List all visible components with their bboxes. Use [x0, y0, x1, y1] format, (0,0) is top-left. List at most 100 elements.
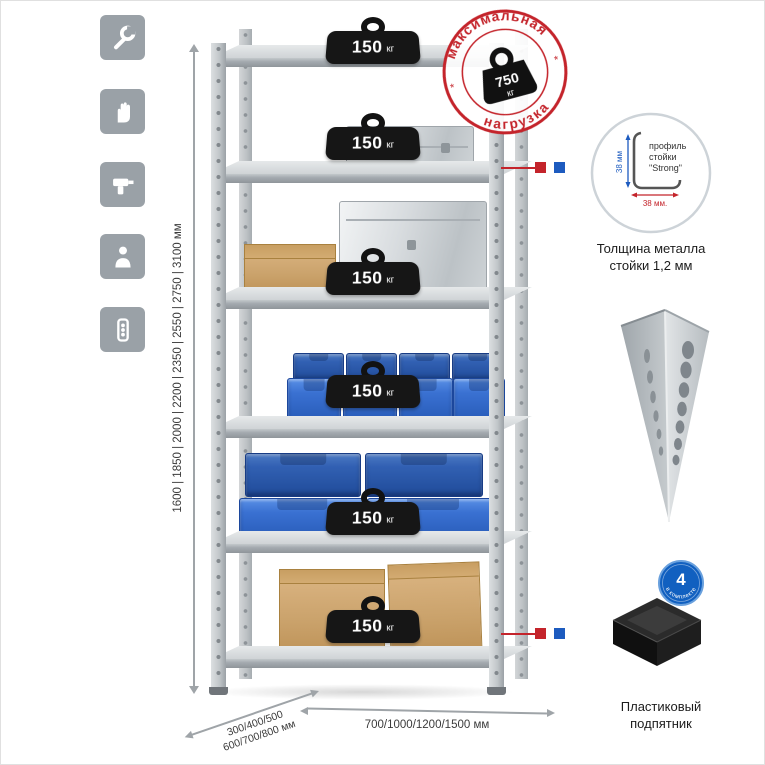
shelf-top	[211, 531, 532, 544]
power-strip-icon	[116, 317, 129, 342]
profile-caption: Толщина металла стойки 1,2 мм	[561, 241, 741, 275]
case-latch	[441, 143, 451, 154]
callout-line-top	[501, 167, 535, 169]
height-arrow-up	[189, 44, 199, 52]
rack-post-back-left	[239, 29, 252, 679]
person-icon	[114, 246, 131, 267]
shelf-edge	[211, 659, 504, 668]
stamp-star-right: *	[553, 54, 561, 67]
rack-post-front-left	[211, 43, 226, 687]
shelf-6	[211, 646, 532, 668]
rack-foot-right	[487, 687, 506, 695]
profile-dim-h-label: 38 мм.	[643, 199, 667, 208]
profile-dim-v-label: 38 мм	[615, 151, 624, 173]
shelf-edge	[211, 544, 504, 553]
stamp-graphic: максимальная нагрузка * * 750 кг	[435, 1, 568, 139]
foot-caption-line2: подпятник	[630, 715, 692, 731]
quantity-badge-graphic: 4 в комплекте	[658, 560, 704, 606]
height-dim-line	[193, 51, 195, 687]
rack-shadow	[206, 684, 516, 700]
shelf-top	[211, 161, 532, 174]
load-unit: кг	[386, 275, 395, 286]
stamp-star-left: *	[449, 82, 457, 95]
depth-dim: 300/400/500 600/700/800 мм	[183, 687, 322, 762]
wrench-tile	[100, 15, 145, 60]
load-unit: кг	[386, 388, 395, 399]
shelf-edge	[211, 300, 504, 309]
rack-foot-left	[209, 687, 228, 695]
shelf-top	[211, 646, 532, 659]
blue-bin-large	[245, 453, 361, 497]
load-value: 150	[351, 133, 383, 152]
load-value: 150	[351, 616, 383, 635]
shelf-4	[211, 416, 532, 438]
angle-face-right	[665, 310, 709, 522]
person-tile	[100, 234, 145, 279]
rack-post-front-right	[489, 43, 504, 687]
profile-caption-line1: Толщина металла	[596, 241, 706, 256]
height-arrow-down	[189, 686, 199, 694]
stamp-weight-body	[482, 59, 538, 105]
power-strip-tile	[100, 307, 145, 352]
profile-detail: 38 мм 38 мм. профиль стойки "Strong"	[589, 111, 713, 235]
load-unit: кг	[386, 140, 395, 151]
drill-icon	[112, 178, 133, 194]
load-value: 150	[351, 381, 383, 400]
profile-caption-line2: стойки 1,2 мм	[609, 257, 693, 273]
shelf-top	[211, 416, 532, 429]
profile-label-3: "Strong"	[649, 163, 682, 173]
callout-square-blue-bottom	[554, 628, 565, 639]
foot-left-face	[613, 620, 657, 666]
box-latch	[407, 239, 417, 250]
profile-section-drawing	[632, 131, 682, 190]
quantity-badge: 4 в комплекте	[657, 559, 705, 607]
load-unit: кг	[386, 515, 395, 526]
foot-right-face	[657, 620, 701, 666]
plastic-foot-detail	[597, 578, 717, 673]
profile-label-1: профиль	[649, 141, 687, 151]
foot-caption-line1: Пластиковый	[620, 699, 702, 714]
foot-recess	[627, 606, 687, 635]
shelf-5	[211, 531, 532, 553]
angle-face-left	[621, 310, 669, 522]
blue-bin-large	[365, 453, 483, 497]
angle-upright-graphic	[620, 309, 710, 523]
plastic-foot-graphic	[612, 598, 702, 666]
box-seam	[345, 218, 481, 221]
gloves-icon	[117, 101, 130, 122]
callout-square-blue-top	[554, 162, 565, 173]
badge-value: 4	[676, 570, 686, 589]
foot-caption: Пластиковый подпятник	[571, 699, 751, 733]
angle-upright-detail	[599, 304, 729, 529]
shelf-edge	[211, 429, 504, 438]
profile-detail-graphic: 38 мм 38 мм. профиль стойки "Strong"	[590, 112, 712, 234]
load-value: 150	[351, 37, 383, 56]
callout-square-red-bottom	[535, 628, 546, 639]
load-value: 150	[351, 508, 383, 527]
load-unit: кг	[386, 623, 395, 634]
gloves-tile	[100, 89, 145, 134]
shelf-2	[211, 161, 532, 183]
stamp-unit: кг	[506, 87, 516, 99]
width-dim-line	[307, 707, 547, 715]
load-unit: кг	[386, 44, 395, 55]
height-dim-label: 1600 | 1850 | 2000 | 2200 | 2350 | 2550 …	[172, 223, 184, 513]
callout-line-bottom	[501, 633, 535, 635]
width-arrow-right	[547, 709, 555, 717]
drill-tile	[100, 162, 145, 207]
width-arrow-left	[300, 707, 308, 715]
wrench-icon	[113, 25, 135, 49]
stamp-value: 750	[494, 70, 521, 92]
callout-square-red-top	[535, 162, 546, 173]
width-dim-label: 700/1000/1200/1500 мм	[364, 719, 490, 731]
shelf-edge	[211, 174, 504, 183]
rack-post-back-right	[515, 29, 528, 679]
load-value: 150	[351, 268, 383, 287]
